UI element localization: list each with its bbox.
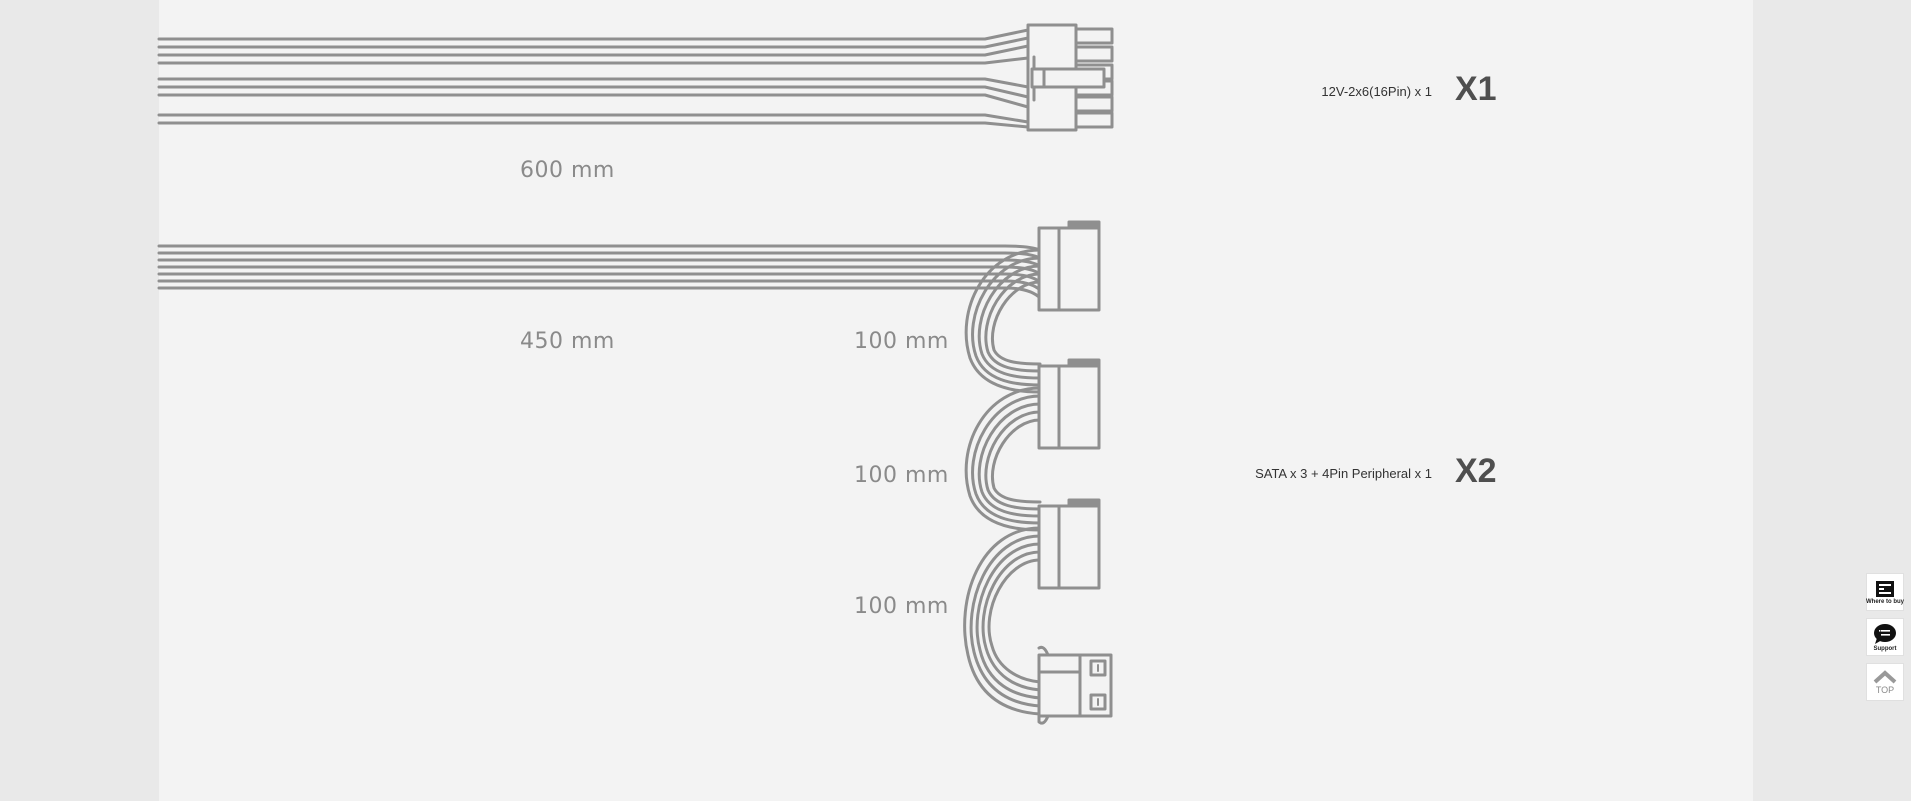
where-to-buy-button[interactable]: Where to buy [1866,573,1904,611]
support-button[interactable]: Support [1866,618,1904,656]
back-to-top-button[interactable]: TOP [1866,663,1904,701]
where-to-buy-label: Where to buy [1866,598,1905,605]
quantity-x2: X2 [1455,452,1497,490]
chat-bubble-icon [1874,623,1896,644]
connector-label-sata-peripheral: SATA x 3 + 4Pin Peripheral x 1 [1255,466,1432,481]
connector-sata-3 [1037,498,1101,590]
content-panel [159,0,1753,801]
length-label-100-b: 100 mm [854,463,949,488]
connector-sata-2 [1037,358,1101,450]
length-label-100-c: 100 mm [854,594,949,619]
back-to-top-label: TOP [1875,684,1895,695]
chevron-up-icon [1873,669,1897,683]
length-label-600: 600 mm [520,158,615,183]
store-icon [1876,580,1894,597]
connector-sata-1 [1037,220,1101,312]
connector-4pin-peripheral [1037,645,1113,725]
cable-12v-2x6-wires [157,28,1030,129]
cable-sata-main-wires [157,244,1042,300]
quantity-x1: X1 [1455,70,1497,108]
support-label: Support [1873,645,1897,652]
connector-12v-2x6 [1026,23,1114,132]
connector-label-12v-2x6: 12V-2x6(16Pin) x 1 [1321,84,1432,99]
length-label-450: 450 mm [520,329,615,354]
cable-sata-loops [963,248,1042,716]
length-label-100-a: 100 mm [854,329,949,354]
